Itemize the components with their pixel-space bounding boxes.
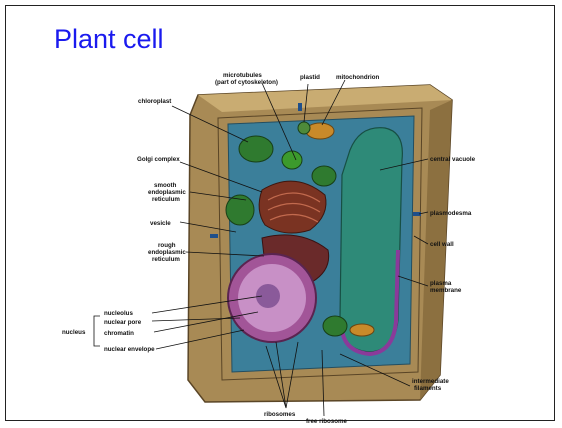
plasmodesma-3 [298,103,302,111]
label-golgi: Golgi complex [137,156,180,163]
leader-nucleus-bracket [94,316,100,346]
chloroplast-5 [323,316,347,336]
label-smooth-er-2: endoplasmic [148,189,186,196]
label-nuclear-pore: nuclear pore [104,319,142,326]
plastid-shape [298,122,310,134]
label-microtubules-line1: microtubules [223,72,262,79]
label-ribosomes: ribosomes [264,411,296,418]
label-rough-er-2: endoplasmic [148,249,186,256]
label-chloroplast: chloroplast [138,98,171,105]
label-nucleolus: nucleolus [104,310,133,317]
label-chromatin: chromatin [104,330,134,337]
mitochondrion-2 [350,324,374,336]
label-rough-er-1: rough [158,242,176,249]
label-microtubules-line2: (part of cytoskeleton) [215,79,278,86]
label-rough-er-3: reticulum [152,256,180,263]
label-smooth-er-3: reticulum [152,196,180,203]
label-vesicle: vesicle [150,220,171,227]
label-smooth-er-1: smooth [154,182,177,189]
label-free-ribosome: free ribosome [306,418,347,425]
plasmodesma-2 [210,234,218,238]
label-intermediate-1: intermediate [412,378,449,385]
label-nucleus: nucleus [62,329,86,336]
central-vacuole-shape [340,128,402,352]
label-plasmodesma: plasmodesma [430,210,472,217]
label-nuclear-envelope: nuclear envelope [104,346,155,353]
chloroplast-2 [282,151,302,169]
label-plasma-membrane-1: plasma [430,280,452,287]
chloroplast-3 [312,166,336,186]
label-plastid: plastid [300,74,320,81]
mitochondrion-shape [306,123,334,139]
label-cell-wall: cell wall [430,241,454,248]
label-plasma-membrane-2: membrane [430,287,462,294]
golgi-complex-shape [259,181,326,233]
label-central-vacuole: central vacuole [430,156,476,163]
label-mitochondrion: mitochondrion [336,74,380,81]
label-intermediate-2: filaments [414,385,442,392]
